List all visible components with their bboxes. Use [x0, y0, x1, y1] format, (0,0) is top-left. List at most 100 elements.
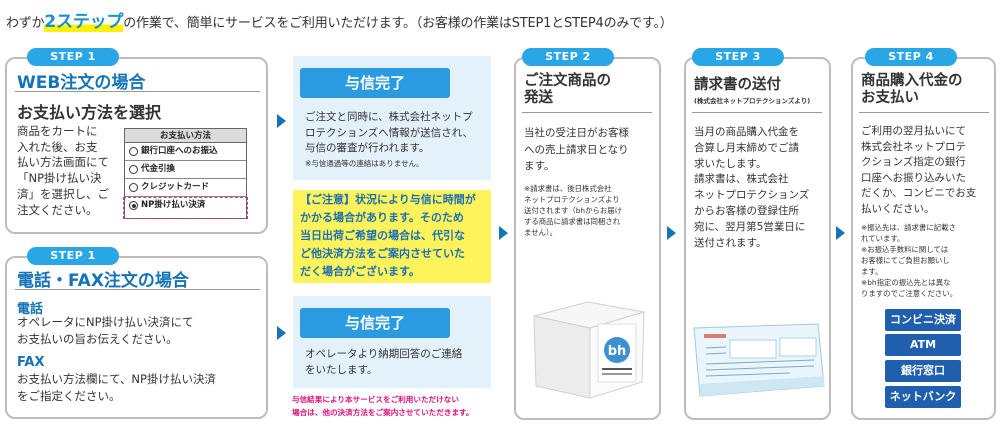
selected-option-highlight — [123, 197, 248, 219]
step2-note-line: ません）。 — [524, 228, 558, 237]
web-order-title: WEB注文の場合 — [17, 73, 146, 93]
step4-line: 口座へお振り込みいた — [861, 171, 966, 184]
credit-footnote-line: 与信結果により本サービスをご利用いただけない — [292, 395, 459, 404]
credit-web-title: 与信完了 — [300, 68, 450, 98]
credit-web-line: 与信の審査が行われます。 — [305, 142, 430, 154]
payment-option-credit-card[interactable]: クレジットカード — [125, 179, 246, 197]
caution-box — [293, 190, 491, 283]
web-order-body-line: 払い方法画面にて — [17, 155, 109, 170]
step3-title: 請求書の送付 — [694, 77, 781, 93]
step3-line: からお客様の登録住所 — [694, 204, 799, 217]
method-net-bank: ネットバンク — [885, 386, 961, 408]
web-order-body-line: 商品をカートに — [17, 124, 98, 138]
step4-note-line: れています。 — [861, 234, 905, 243]
fax-label: FAX — [17, 355, 45, 370]
fax-instruction-line: お支払い方法欄にて、NP掛け払い決済 — [17, 372, 216, 386]
step3-line: 合算し月末締めでご請 — [694, 141, 799, 154]
radio-icon[interactable] — [129, 183, 138, 192]
step2-title-line: 発送 — [524, 90, 553, 106]
arrow-right-icon — [277, 326, 286, 340]
web-order-body-line: 「NP掛け払い決 — [17, 171, 102, 186]
credit-phone-line: をいたします。 — [305, 364, 378, 376]
step3-line: 送付されます。 — [694, 236, 767, 249]
step3-line: 請求書は、株式会社 — [694, 173, 789, 186]
step4-line: クションズ指定の銀行 — [861, 156, 966, 168]
step4-text: ご利用の翌月払いにて 株式会社ネットプロテ クションズ指定の銀行 口座へお振り込… — [861, 124, 995, 217]
web-order-body-line: 済」を選択し、ご — [17, 186, 109, 201]
payment-method-header: お支払い方法 — [125, 129, 246, 143]
step4-note-line: ※振込先は、請求書に記載さ — [861, 223, 956, 232]
step4-title-line: 商品購入代金の — [861, 73, 963, 89]
step4-note-line: ※bh指定の振込先とは異な — [861, 278, 951, 287]
fax-instructions: お支払い方法欄にて、NP掛け払い決済 をご指定ください。 — [17, 371, 262, 405]
step2-line: 当社の受注日がお客様 — [524, 127, 629, 139]
step2-line: ます。 — [524, 160, 555, 172]
phone-order-title-divider — [15, 289, 260, 290]
intro-suffix: の作業で、簡単にサービスをご利用いただけます。（お客様の作業はSTEP1とSTE… — [123, 16, 673, 31]
caution-line: だく場合がございます。 — [300, 265, 420, 278]
radio-icon[interactable] — [129, 147, 138, 156]
method-convenience-store: コンビニ決済 — [885, 309, 961, 331]
step4-notes: ※振込先は、請求書に記載さ れています。 ※お振込手数料に関しては お客様にてご… — [861, 222, 995, 299]
step4-note-line: ます。 — [861, 267, 883, 276]
payment-option-np-deferred[interactable]: NP掛け払い決済 — [125, 197, 246, 215]
step3-subtitle: (株式会社ネットプロテクションズより) — [694, 97, 811, 105]
arrow-right-icon — [277, 114, 286, 128]
radio-selected-icon[interactable] — [129, 201, 138, 210]
payment-option-cod[interactable]: 代金引換 — [125, 161, 246, 179]
step3-line: 宛に、翌月第5営業日に — [694, 220, 806, 233]
step2-note-line: ※請求書は、後日株式会社 — [524, 184, 612, 193]
method-bank-counter: 銀行窓口 — [885, 360, 961, 382]
intro-text: わずか2ステップの作業で、簡単にサービスをご利用いただけます。（お客様の作業はS… — [6, 7, 673, 32]
payment-option-bank-transfer[interactable]: 銀行口座へのお振込 — [125, 143, 246, 161]
step2-note: ※請求書は、後日株式会社 ネットプロテクションズより 送付されます（bhからお届… — [524, 183, 658, 238]
step4-line: 株式会社ネットプロテ — [861, 140, 966, 153]
step3-title-divider — [692, 112, 822, 113]
payment-option-label: NP掛け払い決済 — [141, 200, 206, 210]
phone-order-title: 電話・FAX注文の場合 — [17, 271, 189, 291]
step4-line: ご利用の翌月払いにて — [861, 125, 966, 137]
payment-option-label: 代金引換 — [141, 164, 176, 174]
step2-line: への売上請求日となり — [524, 143, 629, 156]
step3-line: 当月の商品購入代金を — [694, 126, 799, 138]
arrow-right-icon — [836, 226, 845, 240]
web-order-title-divider — [15, 91, 260, 92]
step4-line: だくか、コンビニでお支 — [861, 187, 977, 199]
step3-line: 求いたします。 — [694, 157, 767, 170]
step4-title: 商品購入代金の お支払い — [861, 73, 963, 107]
step4-title-line: お支払い — [861, 90, 919, 106]
payment-method-list: お支払い方法 銀行口座へのお振込 代金引換 クレジットカード NP掛け払い決済 — [124, 128, 247, 219]
phone-order-step-badge: STEP 1 — [27, 247, 119, 265]
step4-title-divider — [859, 112, 989, 113]
payment-option-label: クレジットカード — [141, 182, 210, 192]
step2-title: ご注文商品の 発送 — [524, 73, 611, 107]
step2-title-divider — [522, 112, 652, 113]
step4-note-line: りますのでご注意ください。 — [861, 289, 958, 298]
fax-instruction-line: をご指定ください。 — [17, 389, 121, 403]
caution-line: ど他決済方法をご案内させていた — [300, 247, 465, 260]
phone-order-panel — [5, 256, 268, 419]
credit-web-text: ご注文と同時に、株式会社ネットプ ロテクションズへ情報が送信され、 与信の審査が… — [305, 110, 491, 157]
arrow-right-icon — [667, 226, 676, 240]
credit-web-note: ※与信通過等の連絡はありません。 — [305, 159, 424, 168]
step4-line: 払いください。 — [861, 202, 935, 215]
step4-note-line: ※お振込手数料に関しては — [861, 245, 949, 254]
credit-phone-text: オペレータより納期回答のご連絡 をいたします。 — [305, 346, 491, 378]
phone-instruction-line: オペレータにNP掛け払い決済にて — [17, 315, 194, 329]
credit-footnote-line: 場合は、他の決済方法をご案内させていただきます。 — [292, 408, 474, 417]
phone-instructions: オペレータにNP掛け払い決済にて お支払いの旨お伝えください。 — [17, 314, 262, 348]
bh-logo-text: bh — [608, 344, 627, 359]
step2-text: 当社の受注日がお客様 への売上請求日となり ます。 — [524, 125, 658, 175]
phone-instruction-line: お支払いの旨お伝えください。 — [17, 332, 178, 346]
web-order-body-line: 入れた後、お支 — [17, 139, 98, 154]
web-order-step-badge: STEP 1 — [27, 48, 119, 66]
radio-icon[interactable] — [129, 165, 138, 174]
step2-title-line: ご注文商品の — [524, 73, 611, 89]
step2-note-line: ネットプロテクションズより — [524, 195, 620, 204]
web-order-subtitle: お支払い方法を選択 — [17, 103, 162, 122]
credit-footnote: 与信結果により本サービスをご利用いただけない 場合は、他の決済方法をご案内させて… — [292, 393, 498, 419]
phone-label: 電話 — [17, 302, 44, 317]
credit-web-line: ご注文と同時に、株式会社ネットプ — [305, 111, 473, 123]
shipping-box-illustration: bh — [533, 301, 645, 399]
step2-note-line: する商品に請求書は同梱され — [524, 217, 621, 226]
